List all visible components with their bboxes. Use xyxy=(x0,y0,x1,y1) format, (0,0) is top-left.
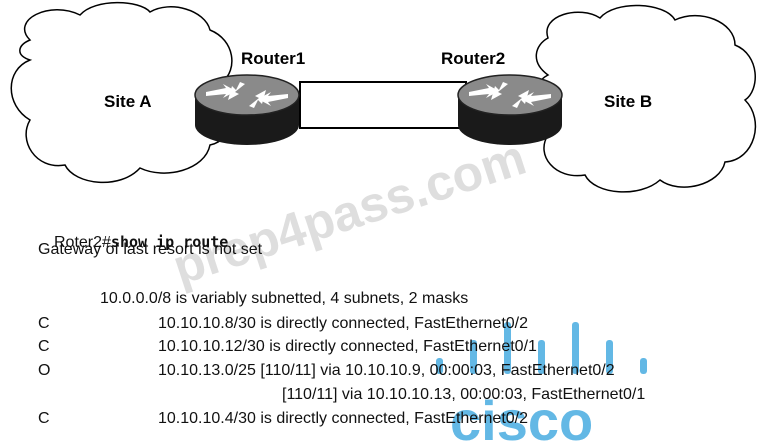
site-b-label: Site B xyxy=(604,92,652,111)
cisco-logo xyxy=(436,322,647,374)
subnet-summary: 10.0.0.0/8 is variably subnetted, 4 subn… xyxy=(100,290,469,307)
route-text: 10.10.10.12/30 is directly connected, Fa… xyxy=(158,338,537,355)
router2-label: Router2 xyxy=(441,49,505,68)
cli-command: show ip route xyxy=(110,233,229,251)
route-code: C xyxy=(38,315,50,332)
router1-label: Router1 xyxy=(241,49,305,68)
route-code: C xyxy=(38,410,50,427)
wan-link xyxy=(299,81,467,129)
cli-prompt: Roter2# xyxy=(54,234,111,251)
site-a-cloud xyxy=(10,1,236,183)
route-code: O xyxy=(38,362,51,379)
route-code: C xyxy=(38,338,50,355)
cisco-logo-text: cisco xyxy=(450,389,593,448)
gateway-line: Gateway of last resort is not set xyxy=(38,241,263,258)
route-text: 10.10.10.4/30 is directly connected, Fas… xyxy=(158,410,529,427)
site-a-label: Site A xyxy=(104,92,152,111)
route-text: 10.10.10.8/30 is directly connected, Fas… xyxy=(158,315,529,332)
route-text: [110/11] via 10.10.10.13, 00:00:03, Fast… xyxy=(282,386,646,403)
cli-command-line: Roter2#show ip route xyxy=(38,215,228,270)
router2-icon xyxy=(457,74,563,145)
router1-icon xyxy=(194,74,300,145)
watermark-site: prep4pass.com xyxy=(166,129,532,296)
route-text: 10.10.13.0/25 [110/11] via 10.10.10.9, 0… xyxy=(158,362,615,379)
